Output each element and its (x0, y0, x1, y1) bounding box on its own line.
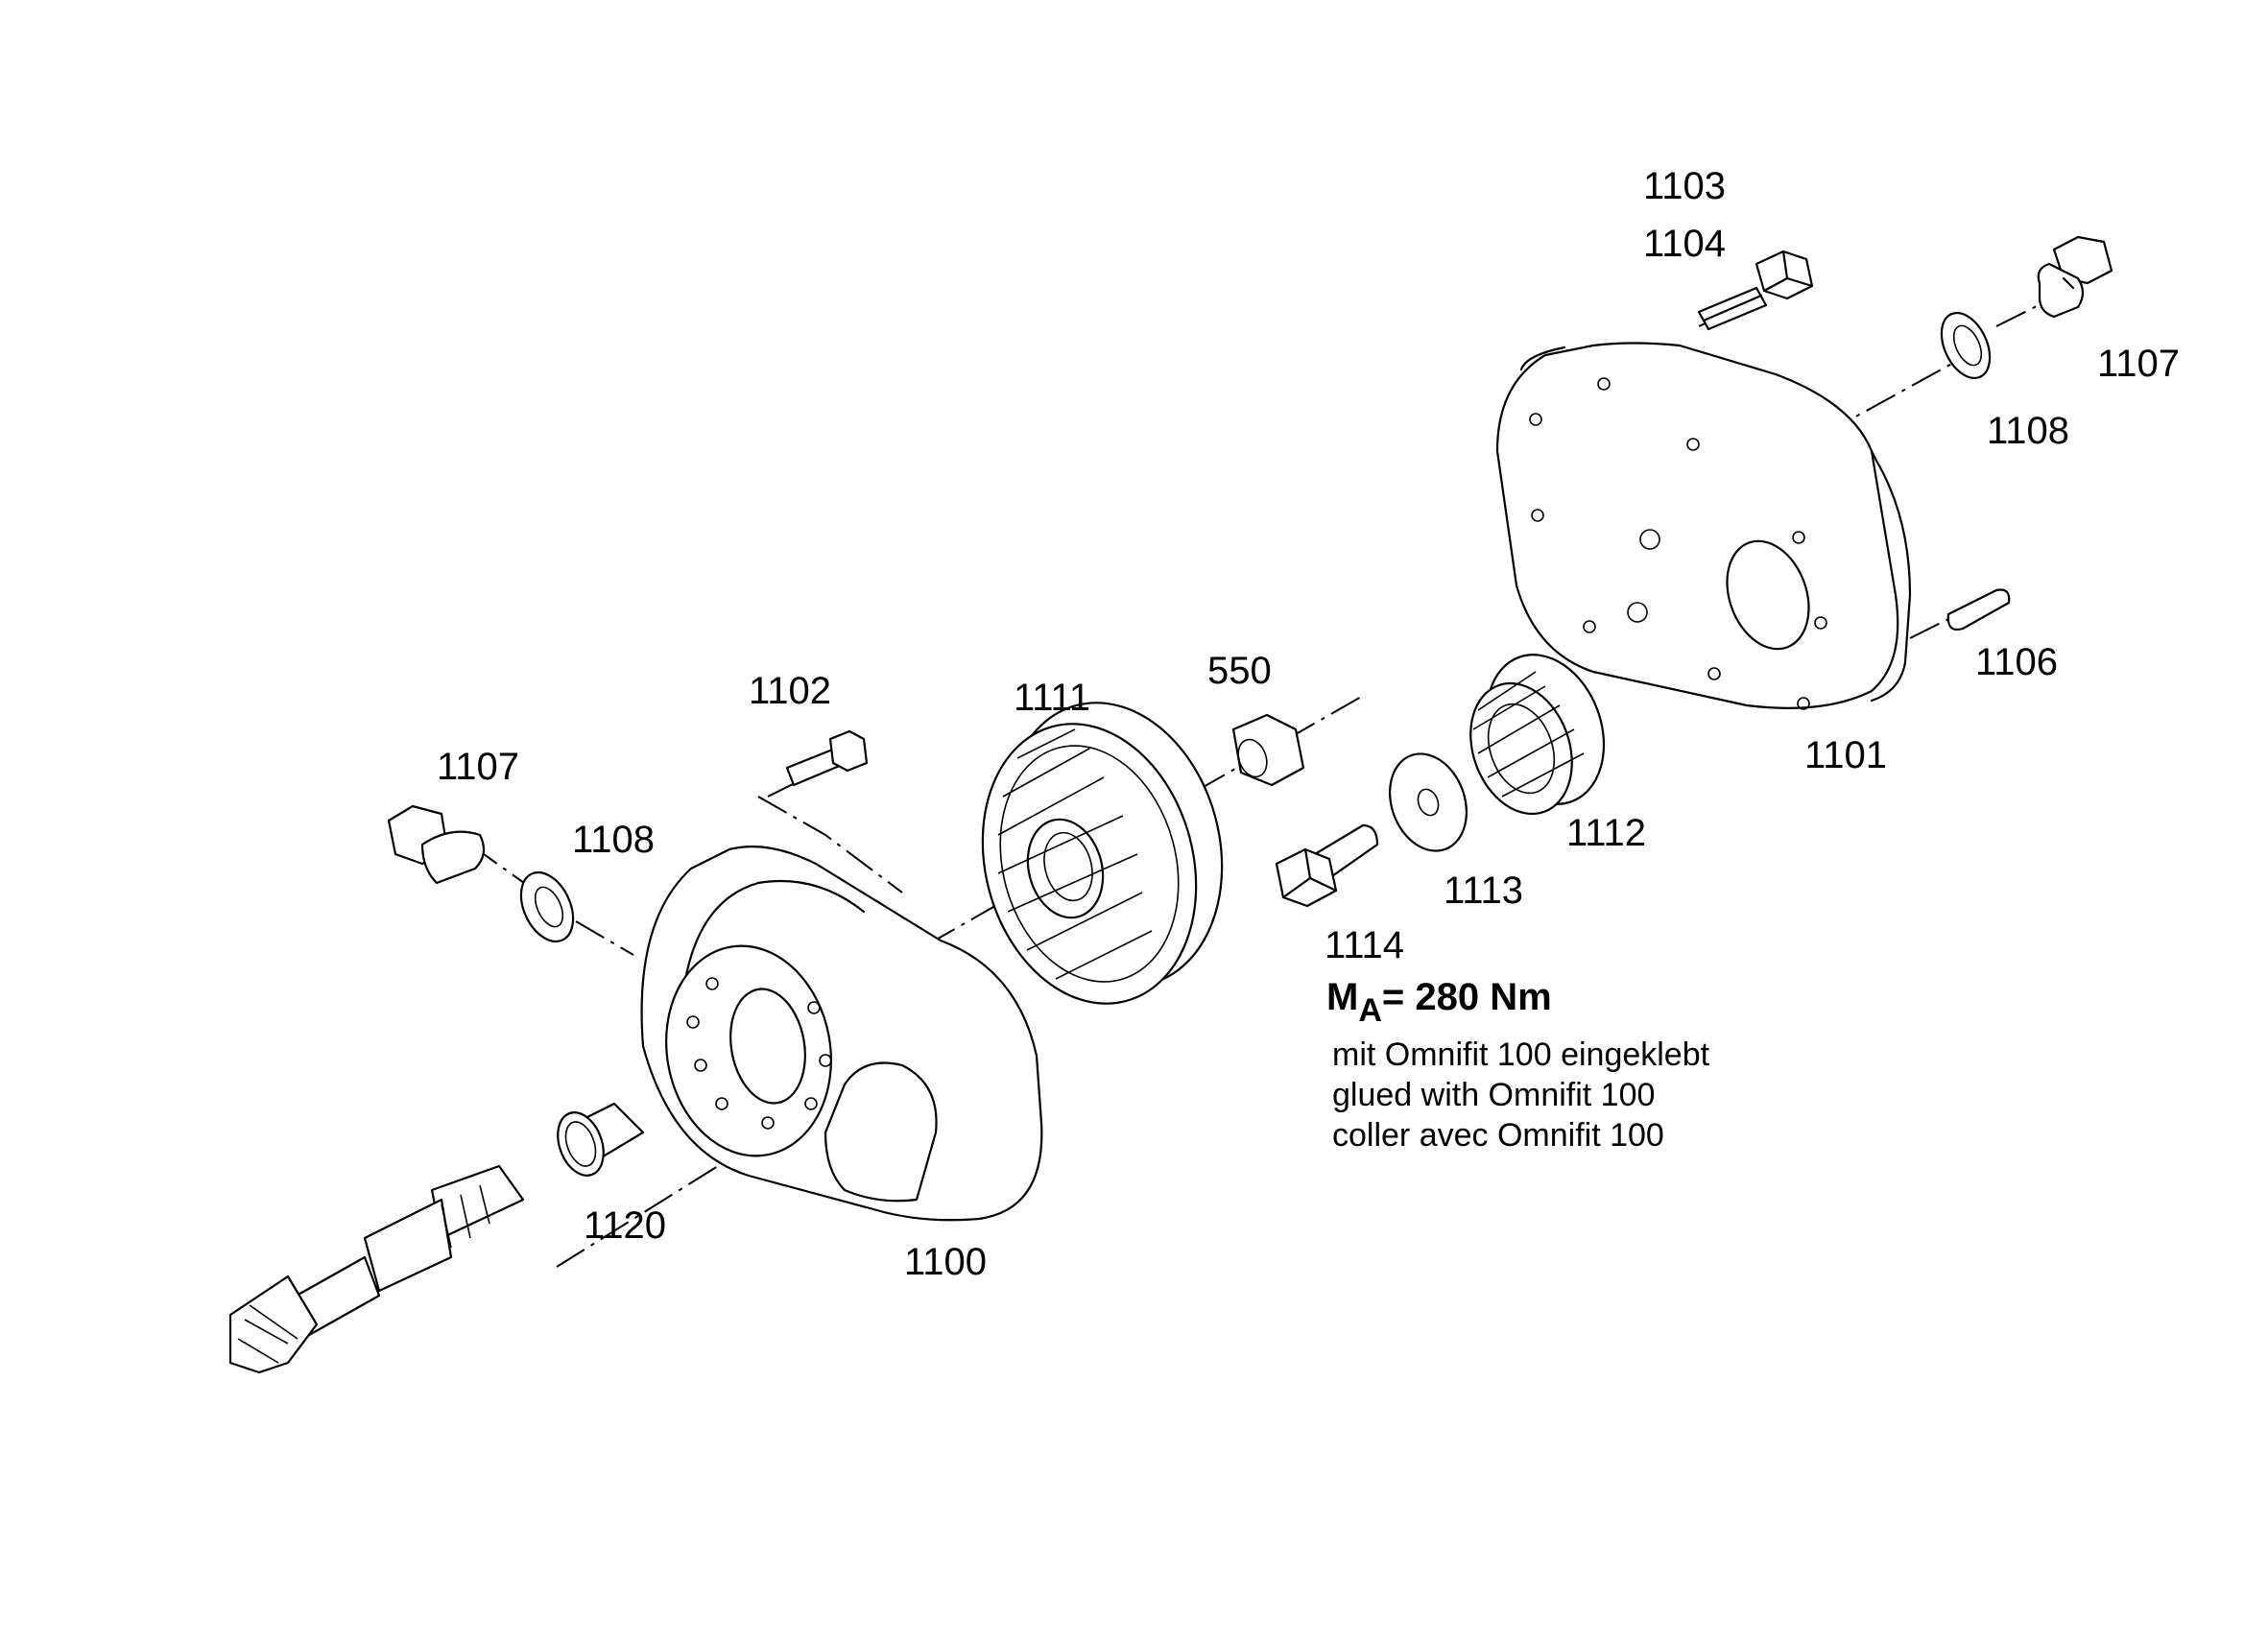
bolt-1114 (1275, 823, 1379, 908)
plug-1107-right (2037, 235, 2113, 319)
label-550: 550 (1207, 650, 1272, 692)
label-1108-right: 1108 (1987, 410, 2069, 452)
seal-ring-1108-left (519, 870, 575, 943)
small-gear-1112 (1469, 654, 1606, 816)
dowel-pin-1106 (1946, 588, 2011, 631)
plug-1107-left (387, 804, 486, 885)
label-1111: 1111 (1014, 677, 1090, 719)
label-1107-left: 1107 (437, 746, 519, 788)
label-1101: 1101 (1804, 734, 1887, 776)
large-gear-1111 (981, 702, 1224, 1005)
note-de: mit Omnifit 100 eingeklebt (1332, 1036, 1710, 1073)
screw-1102 (785, 729, 869, 787)
note-fr: coller avec Omnifit 100 (1332, 1117, 1664, 1154)
part-labels: 1103 1104 1107 1108 1106 1101 1112 1113 … (437, 165, 2180, 1283)
label-1107-right: 1107 (2097, 343, 2180, 385)
label-1100: 1100 (904, 1241, 987, 1283)
label-1114: 1114 (1325, 924, 1404, 966)
screw-1103-1104 (1697, 250, 1814, 331)
housing-1100 (640, 846, 1043, 1222)
label-1104: 1104 (1643, 223, 1726, 265)
label-1113: 1113 (1444, 870, 1523, 912)
label-1106: 1106 (1975, 641, 2058, 683)
label-1112: 1112 (1566, 812, 1646, 854)
note-en: glued with Omnifit 100 (1332, 1077, 1655, 1113)
label-1120: 1120 (584, 1204, 666, 1247)
torque-value: MA= 280 Nm (1326, 976, 1552, 1029)
torque-annotation: MA= 280 Nm mit Omnifit 100 eingeklebt gl… (1326, 976, 1710, 1154)
cover-plate-1101 (1495, 342, 1912, 710)
bearing-1120 (557, 1102, 645, 1177)
seal-ring-1108-right (1940, 311, 1992, 380)
label-1103: 1103 (1643, 165, 1726, 207)
washer-1113 (1389, 752, 1468, 852)
hex-nut-550 (1231, 713, 1305, 787)
pinion-shaft (228, 1164, 525, 1374)
label-1108-left: 1108 (572, 819, 655, 861)
label-1102: 1102 (749, 670, 831, 712)
